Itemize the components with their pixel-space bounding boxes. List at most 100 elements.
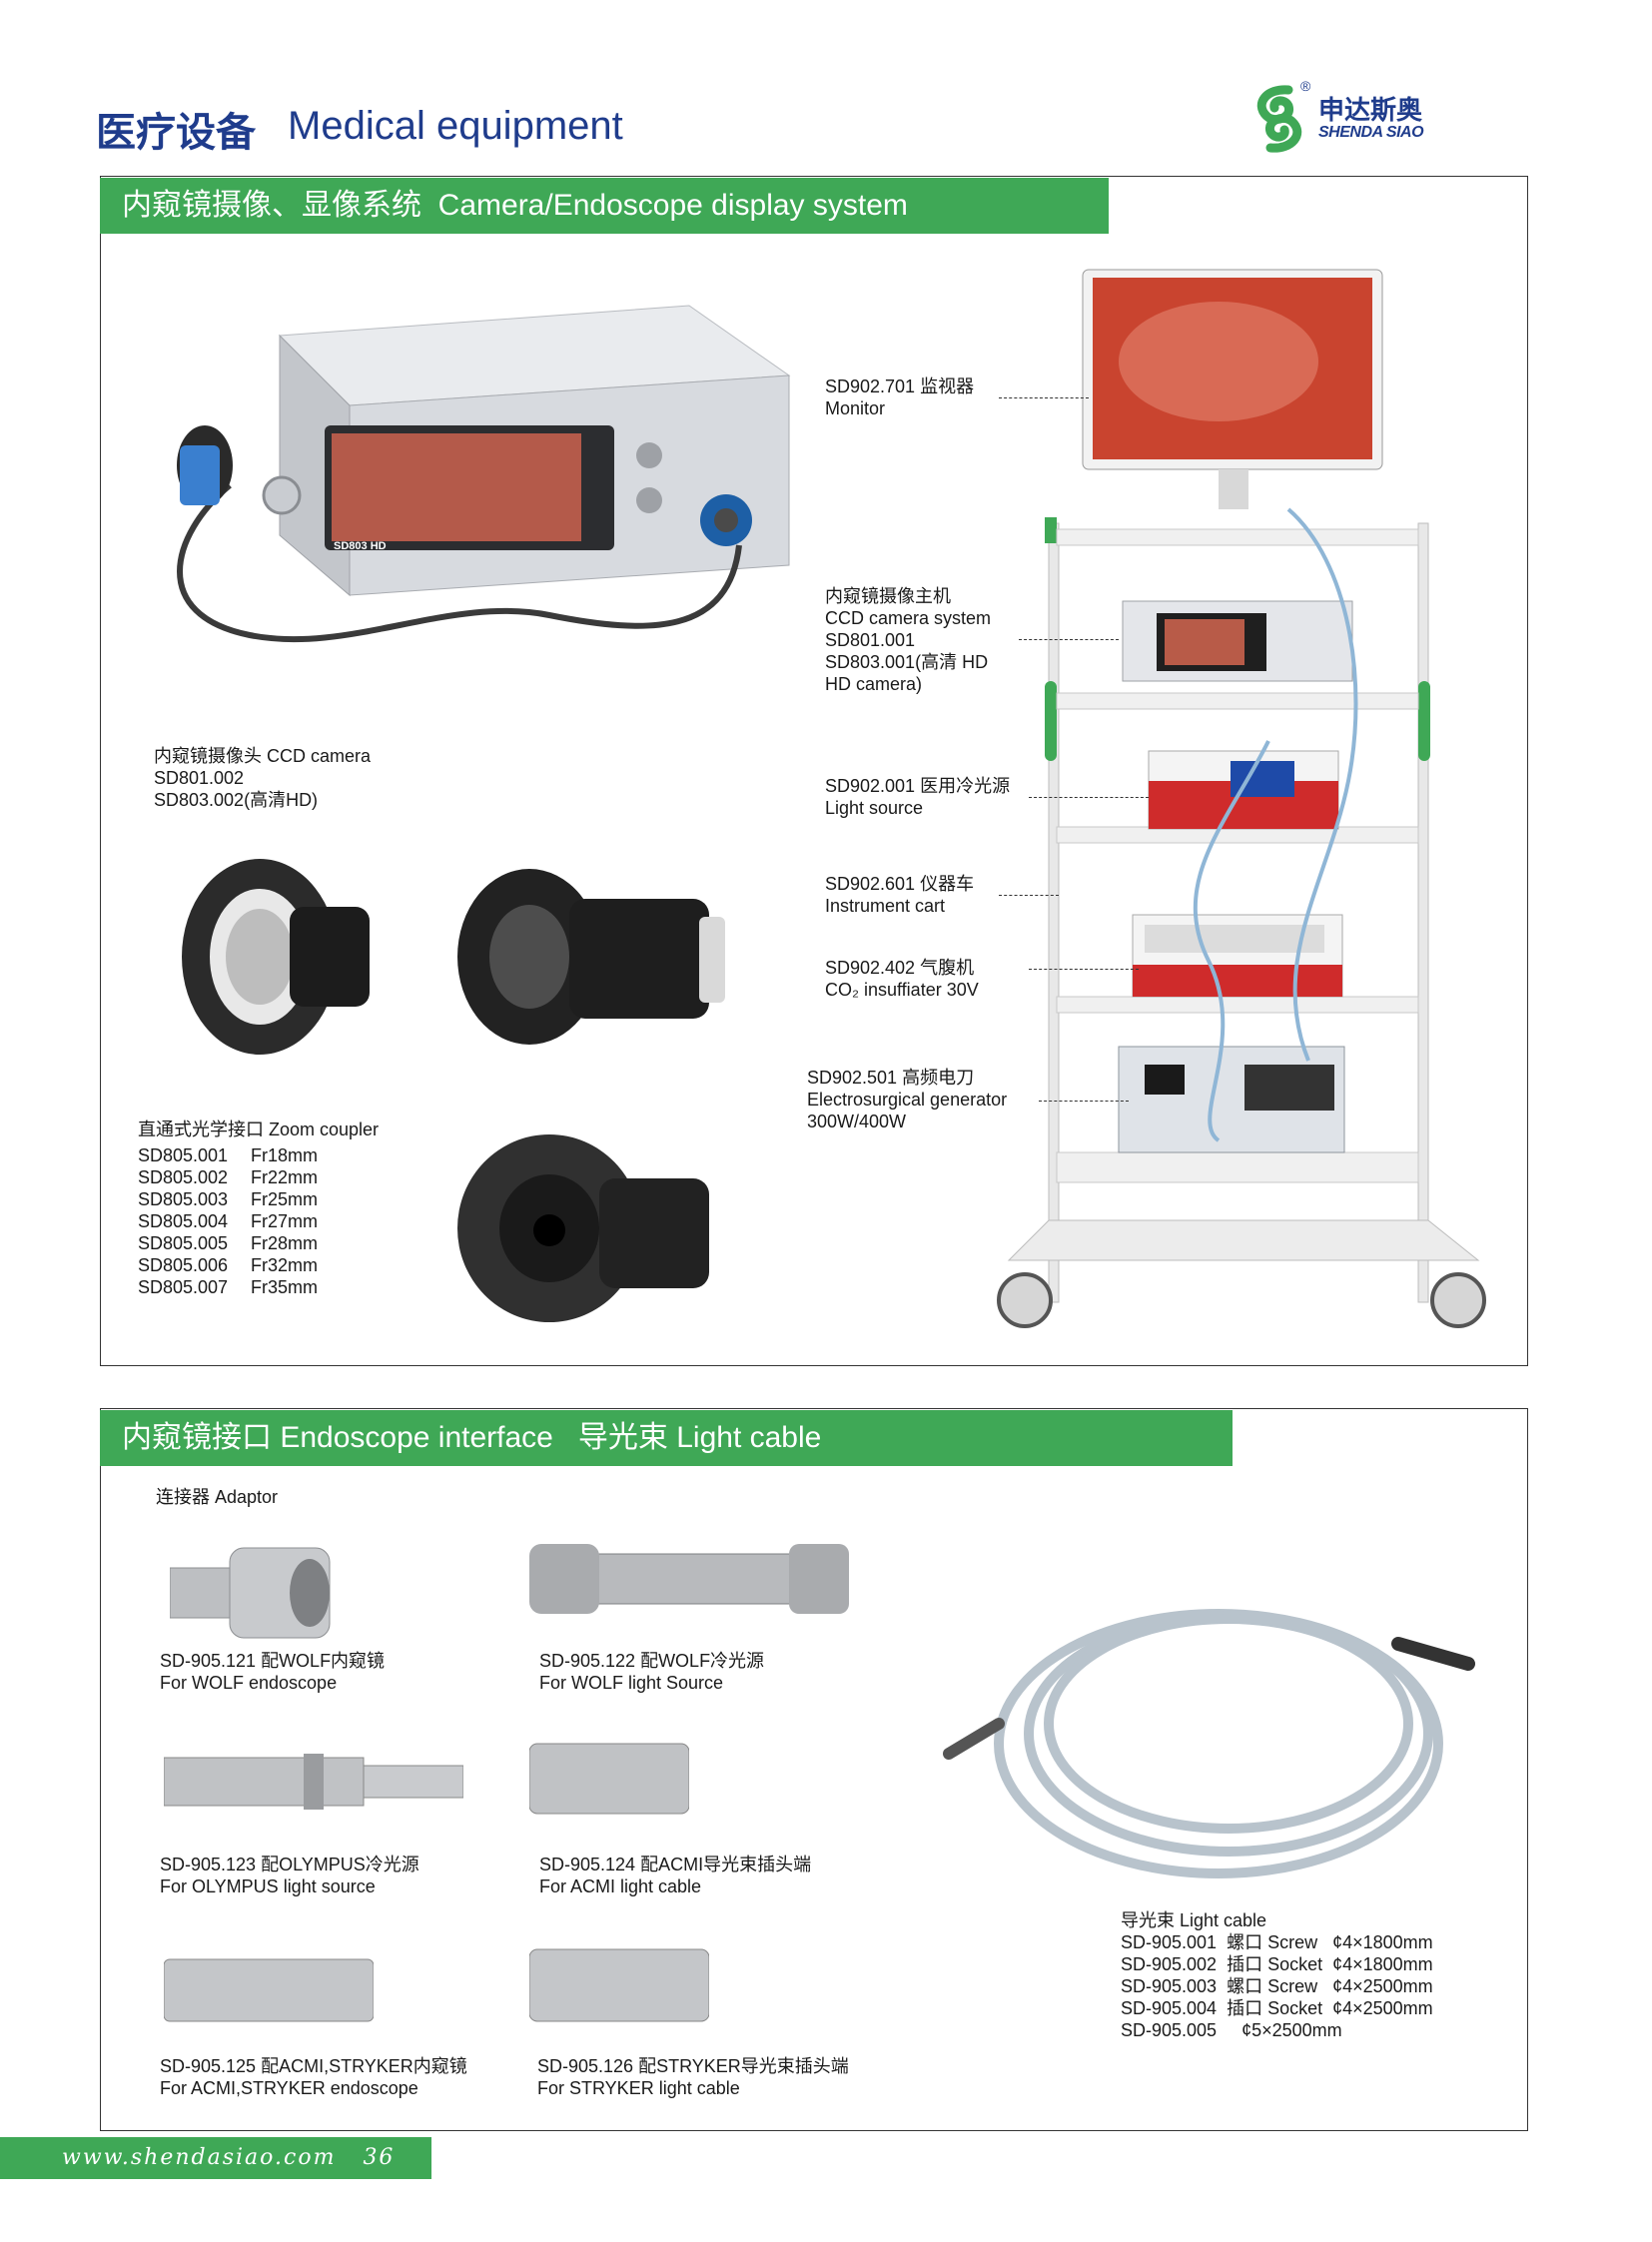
zoom-coupler-label: 直通式光学接口 Zoom coupler SD805.001 Fr18mm SD8… [138,1119,379,1298]
section-banner-camera: 内窥镜摄像、显像系统 Camera/Endoscope display syst… [100,178,1109,234]
light-cable-spec: SD-905.001 螺口 Screw ¢4×1800mm [1121,1932,1433,1952]
zoom-coupler-row: SD805.003 Fr25mm [138,1188,379,1210]
adaptor-label-122: SD-905.122 配WOLF冷光源 For WOLF light Sourc… [539,1650,764,1694]
callout-light-line-2: Light source [825,798,924,818]
registered-mark: ® [1300,78,1311,94]
leader-line [999,895,1059,896]
adaptor-code: SD-905.125 配ACMI,STRYKER内窥镜 [160,2056,467,2076]
coupler-model: SD805.006 [138,1255,229,1275]
callout-insufflator-line-1: SD902.402 气腹机 [825,958,975,978]
callout-cart-line-1: SD902.601 仪器车 [825,874,975,894]
callout-ccd-line-4: SD803.001(高清 HD [825,652,989,672]
adaptor-label-125: SD-905.125 配ACMI,STRYKER内窥镜 For ACMI,STR… [160,2055,467,2099]
zoom-coupler-row: SD805.001 Fr18mm [138,1144,379,1166]
callout-monitor-line-2: Monitor [825,398,886,418]
adaptor-desc: For WOLF light Source [539,1673,724,1693]
light-cable-image [943,1609,1475,1878]
banner-cn2: 导光束 [577,1421,668,1454]
callout-ccd-camera-system: 内窥镜摄像主机 CCD camera system SD801.001 SD80… [825,585,991,695]
adaptor-desc: For OLYMPUS light source [160,1876,376,1896]
coupler-model: SD805.005 [138,1233,229,1253]
zoom-coupler-image-1 [182,859,370,1055]
banner-en: Camera/Endoscope display system [437,189,908,222]
adaptor-image-122 [529,1544,849,1614]
leader-line [999,397,1089,398]
callout-light-source: SD902.001 医用冷光源 Light source [825,775,1010,819]
ccd-main-unit-image [177,305,791,643]
callout-ccd-line-5: HD camera) [825,674,923,694]
light-cable-title: 导光束 Light cable [1121,1910,1267,1930]
callout-ccd-line-1: 内窥镜摄像主机 [825,586,951,606]
adaptor-code: SD-905.124 配ACMI导光束插头端 [539,1855,812,1874]
callout-esu-line-3: 300W/400W [807,1112,907,1131]
adaptor-desc: For ACMI,STRYKER endoscope [160,2078,418,2098]
adaptor-desc: For STRYKER light cable [537,2078,740,2098]
coupler-model: SD805.004 [138,1211,229,1231]
adaptor-code: SD-905.123 配OLYMPUS冷光源 [160,1855,419,1874]
device-panel-text: SD803 HD [334,540,387,552]
banner-cn: 内窥镜摄像、显像系统 [122,189,421,222]
callout-instrument-cart: SD902.601 仪器车 Instrument cart [825,873,974,917]
adaptor-image-125 [164,1958,374,2022]
ccd-camera-label: 内窥镜摄像头 CCD camera SD801.002 SD803.002(高清… [154,745,371,811]
page-number: 36 [363,2145,396,2170]
light-cable-label: 导光束 Light cable SD-905.001 螺口 Screw ¢4×1… [1121,1909,1433,2041]
banner-cn1: 内窥镜接口 [122,1421,272,1454]
logo-text-en: SHENDA SIAO [1318,124,1424,141]
coupler-size: Fr27mm [251,1211,318,1231]
adaptor-image-124 [529,1743,689,1815]
adaptor-image-123 [164,1754,463,1810]
adaptor-code: SD-905.121 配WOLF内窥镜 [160,1651,386,1671]
callout-ccd-line-3: SD801.001 [825,630,916,650]
zoom-coupler-image-2 [457,869,725,1045]
leader-line [1029,969,1139,970]
page-title-cn: 医疗设备 [96,111,256,155]
adaptor-image-126 [529,1948,709,2022]
coupler-size: Fr18mm [251,1145,318,1165]
callout-monitor: SD902.701 监视器 Monitor [825,375,974,419]
instrument-cart-image [997,269,1486,1328]
zoom-coupler-row: SD805.007 Fr35mm [138,1276,379,1298]
banner-en1: Endoscope interface [280,1421,553,1454]
callout-ccd-line-2: CCD camera system [825,608,992,628]
light-cable-spec: SD-905.002 插口 Socket ¢4×1800mm [1121,1954,1433,1974]
page-title-en: Medical equipment [288,104,623,148]
zoom-coupler-image-3 [457,1134,709,1322]
light-cable-spec: SD-905.003 螺口 Screw ¢4×2500mm [1121,1976,1433,1996]
section-camera-system [100,176,1528,1366]
coupler-size: Fr35mm [251,1277,318,1297]
adaptor-desc: For ACMI light cable [539,1876,702,1896]
leader-line [1019,639,1119,640]
adaptor-label-124: SD-905.124 配ACMI导光束插头端 For ACMI light ca… [539,1854,811,1897]
brand-logo: ® 申达斯奥 SHENDA SIAO [1248,78,1428,158]
callout-insufflator: SD902.402 气腹机 CO₂ insuffiater 30V [825,957,979,1001]
adaptor-title: 连接器 Adaptor [156,1487,279,1507]
callout-cart-line-2: Instrument cart [825,896,946,916]
coupler-size: Fr22mm [251,1167,318,1187]
section-banner-interface: 内窥镜接口 Endoscope interface 导光束 Light cabl… [100,1410,1233,1466]
callout-monitor-line-1: SD902.701 监视器 [825,376,975,396]
zoom-coupler-title: 直通式光学接口 Zoom coupler [138,1120,380,1139]
ccd-camera-line-3: SD803.002(高清HD) [154,790,319,810]
leader-line [1039,1101,1129,1102]
coupler-size: Fr25mm [251,1189,318,1209]
adaptor-code: SD-905.122 配WOLF冷光源 [539,1651,765,1671]
coupler-model: SD805.007 [138,1277,229,1297]
coupler-model: SD805.001 [138,1145,229,1165]
adaptor-label-123: SD-905.123 配OLYMPUS冷光源 For OLYMPUS light… [160,1854,419,1897]
callout-esu-line-1: SD902.501 高频电刀 [807,1068,975,1088]
light-cable-spec: SD-905.005 ¢5×2500mm [1121,2020,1342,2040]
zoom-coupler-row: SD805.004 Fr27mm [138,1210,379,1232]
adaptor-desc: For WOLF endoscope [160,1673,338,1693]
callout-light-line-1: SD902.001 医用冷光源 [825,776,1011,796]
light-cable-spec: SD-905.004 插口 Socket ¢4×2500mm [1121,1998,1433,2018]
leader-line [1029,797,1149,798]
adaptor-code: SD-905.126 配STRYKER导光束插头端 [537,2056,849,2076]
coupler-model: SD805.003 [138,1189,229,1209]
banner-en2: Light cable [676,1421,822,1454]
logo-swirl-icon [1256,85,1302,153]
footer-bar: www.shendasiao.com 36 [0,2137,431,2179]
footer-url[interactable]: www.shendasiao.com [62,2145,337,2170]
coupler-size: Fr28mm [251,1233,318,1253]
callout-esu-line-2: Electrosurgical generator [807,1090,1008,1110]
